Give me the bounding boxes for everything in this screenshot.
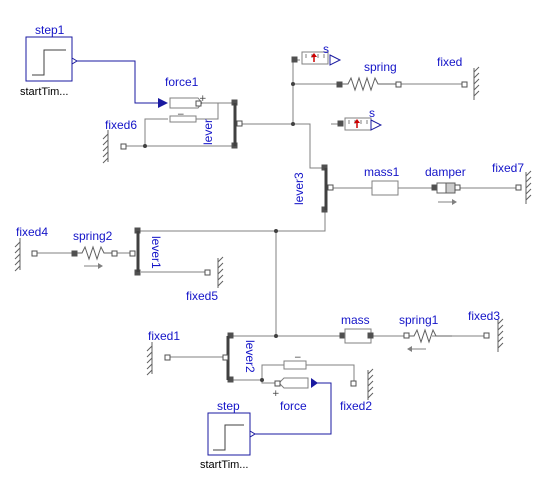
fixed6-block[interactable]: fixed6 xyxy=(102,118,137,164)
spring2-label: spring2 xyxy=(73,229,113,243)
lever1-block[interactable]: lever1 xyxy=(129,227,163,276)
connection-wires xyxy=(35,59,516,435)
lever3-block[interactable]: lever3 xyxy=(292,164,334,213)
fixed3-block[interactable]: fixed3 xyxy=(468,309,504,352)
fixed-block[interactable]: fixed xyxy=(437,55,480,100)
step1-block[interactable]: step1 startTim... xyxy=(20,23,78,98)
signal-wire-step-force[interactable] xyxy=(253,382,332,435)
fixed4-label: fixed4 xyxy=(16,225,48,239)
lever1-label: lever1 xyxy=(149,236,163,269)
force-block[interactable]: − + force xyxy=(272,353,318,413)
fixed1-block[interactable]: fixed1 xyxy=(146,329,180,376)
fixed5-label: fixed5 xyxy=(186,289,218,303)
step1-param: startTim... xyxy=(20,86,68,98)
svg-text:−: − xyxy=(177,110,185,120)
lever-label: lever xyxy=(201,119,215,145)
fixed2-block[interactable]: fixed2 xyxy=(340,368,374,413)
lever3-label: lever3 xyxy=(292,172,306,205)
force1-block[interactable]: + − force1 xyxy=(158,75,207,123)
lever-block[interactable]: lever xyxy=(201,99,243,149)
fixed7-block[interactable]: fixed7 xyxy=(492,161,532,204)
damper-block[interactable]: damper xyxy=(425,165,466,205)
force-label: force xyxy=(280,399,307,413)
damper-label: damper xyxy=(425,165,466,179)
fixed2-label: fixed2 xyxy=(340,399,372,413)
fixed7-label: fixed7 xyxy=(492,161,524,175)
force1-label: force1 xyxy=(165,75,199,89)
fixed5-block[interactable]: fixed5 xyxy=(186,256,224,303)
sensor-mid-label: s xyxy=(369,106,375,120)
step-block[interactable]: step startTim... xyxy=(200,399,256,471)
fixed6-label: fixed6 xyxy=(105,118,137,132)
mass-block[interactable]: mass xyxy=(339,313,374,344)
fixed1-label: fixed1 xyxy=(148,329,180,343)
fixed4-block[interactable]: fixed4 xyxy=(14,225,48,272)
svg-text:−: − xyxy=(294,353,302,363)
step-label: step xyxy=(217,399,240,413)
lever2-block[interactable]: lever2 xyxy=(222,332,257,383)
spring1-block[interactable]: spring1 xyxy=(399,313,452,352)
sensor-top-label: s xyxy=(323,42,329,56)
spring-label: spring xyxy=(364,60,397,74)
fixed3-label: fixed3 xyxy=(468,309,500,323)
svg-text:+: + xyxy=(199,94,207,104)
spring1-label: spring1 xyxy=(399,313,439,327)
fixed-label: fixed xyxy=(437,55,462,69)
sensor-mid-block[interactable]: s xyxy=(337,106,383,131)
step1-label: step1 xyxy=(35,23,65,37)
svg-text:+: + xyxy=(272,389,280,399)
signal-wire-step1-force1[interactable] xyxy=(75,60,158,104)
step-param: startTim... xyxy=(200,459,248,471)
lever2-label: lever2 xyxy=(243,340,257,373)
sensor-top-block[interactable]: s xyxy=(291,42,342,66)
mass1-block[interactable]: mass1 xyxy=(364,165,400,196)
spring-block[interactable]: spring xyxy=(336,60,402,92)
mass-label: mass xyxy=(341,313,370,327)
mass1-label: mass1 xyxy=(364,165,400,179)
spring2-block[interactable]: spring2 xyxy=(71,229,118,269)
